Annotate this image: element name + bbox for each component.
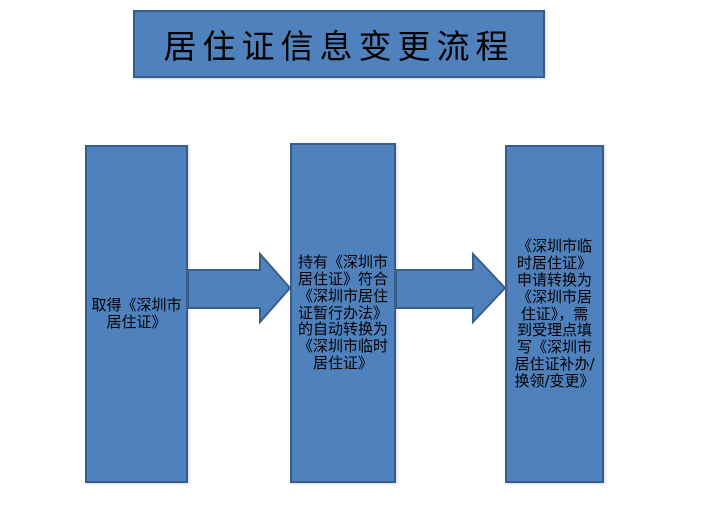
arrow-right-icon <box>395 251 507 325</box>
flow-step-2-text: 持有《深圳市 居住证》符合 《深圳市居住 证暂行办法》 的自动转换为 《深圳市临… <box>297 253 388 372</box>
flow-step-3-text: 《深圳市临 时居住证》 申请转换为 《深圳市居 住证》，需 到受理点填 写《深圳… <box>514 237 595 390</box>
flow-step-1-text: 取得《深圳市 居住证》 <box>91 296 182 331</box>
flow-step-2: 持有《深圳市 居住证》符合 《深圳市居住 证暂行办法》 的自动转换为 《深圳市临… <box>290 143 396 483</box>
page-title: 居住证信息变更流程 <box>163 27 515 66</box>
arrow-right-icon <box>187 251 292 325</box>
arrow-step1-to-step2 <box>187 251 292 325</box>
flow-step-3: 《深圳市临 时居住证》 申请转换为 《深圳市居 住证》，需 到受理点填 写《深圳… <box>505 145 604 483</box>
title-box: 居住证信息变更流程 <box>133 10 545 78</box>
arrow-step2-to-step3 <box>395 251 507 325</box>
flow-step-1: 取得《深圳市 居住证》 <box>85 145 188 483</box>
